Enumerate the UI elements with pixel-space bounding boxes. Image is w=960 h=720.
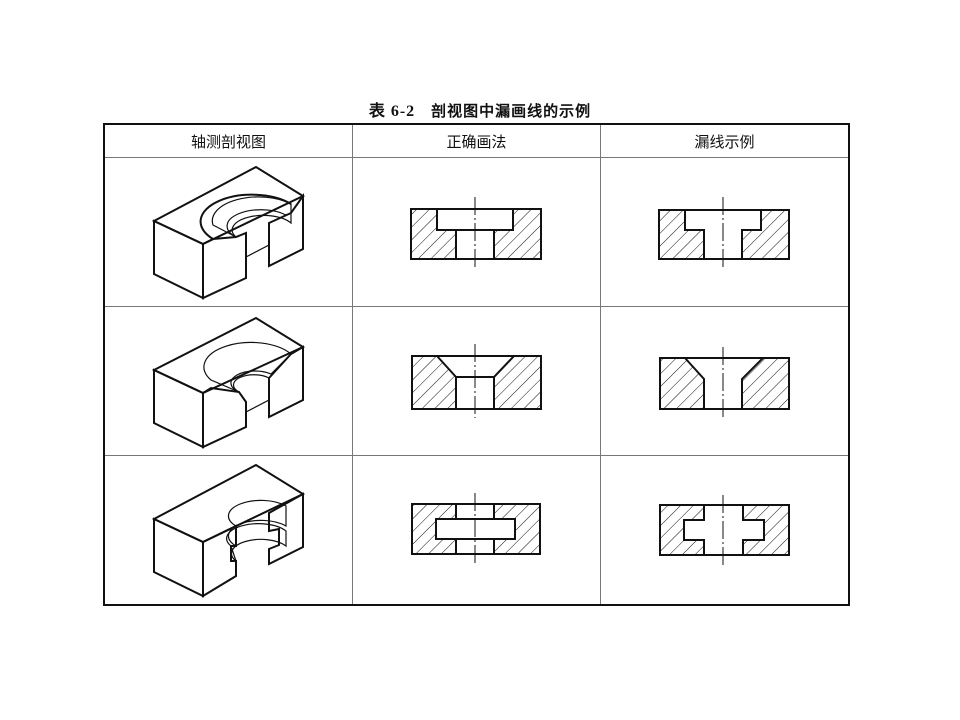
isometric-cell bbox=[103, 157, 353, 307]
missing-line-countersink-section bbox=[659, 347, 790, 418]
correct-countersink-section bbox=[411, 344, 542, 418]
missing-line-cell bbox=[600, 455, 850, 606]
table-title: 表 6-2 剖视图中漏画线的示例 bbox=[0, 97, 960, 121]
correct-groove-section bbox=[411, 493, 541, 565]
correct-drawing-cell bbox=[352, 455, 601, 606]
examples-table: 轴测剖视图 正确画法 漏线示例 bbox=[103, 123, 850, 606]
header-missing-line: 漏线示例 bbox=[600, 123, 850, 158]
missing-line-cell bbox=[600, 306, 850, 456]
table-row bbox=[103, 157, 850, 307]
header-correct: 正确画法 bbox=[352, 123, 601, 158]
missing-line-cell bbox=[600, 157, 850, 307]
isometric-cell bbox=[103, 306, 353, 456]
isometric-cell bbox=[103, 455, 353, 606]
correct-counterbore-section bbox=[410, 197, 542, 269]
table-row bbox=[103, 306, 850, 456]
header-row: 轴测剖视图 正确画法 漏线示例 bbox=[103, 123, 850, 158]
isometric-counterbore-drawing bbox=[151, 165, 306, 300]
table-number: 表 6-2 bbox=[368, 103, 416, 120]
table-caption: 剖视图中漏画线的示例 bbox=[431, 102, 592, 120]
table-row bbox=[103, 455, 850, 606]
missing-line-groove-section bbox=[659, 495, 790, 565]
header-isometric: 轴测剖视图 bbox=[103, 123, 353, 158]
correct-drawing-cell bbox=[352, 157, 601, 307]
isometric-countersink-drawing bbox=[151, 316, 306, 449]
isometric-groove-drawing bbox=[151, 463, 306, 598]
missing-line-counterbore-section bbox=[658, 197, 790, 269]
correct-drawing-cell bbox=[352, 306, 601, 456]
